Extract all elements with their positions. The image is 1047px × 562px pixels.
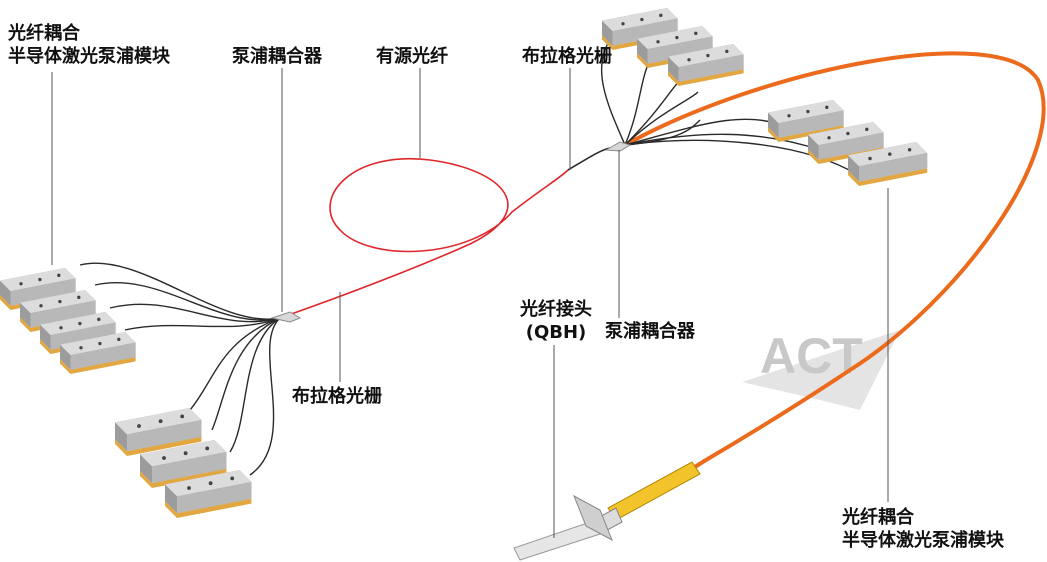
- label-fbg-bottom: 布拉格光栅: [292, 386, 382, 407]
- label-fbg-top: 布拉格光栅: [522, 46, 612, 67]
- watermark-logo: ACT: [742, 328, 900, 410]
- pump-combiner-left-body: [270, 311, 302, 323]
- passive-fiber-right: [567, 147, 611, 171]
- label-module-right: 光纤耦合 半导体激光泵浦模块: [842, 506, 1004, 552]
- pump-leads-right: [600, 39, 859, 176]
- pump-modules-left-lower: [115, 408, 252, 518]
- label-module-left: 光纤耦合 半导体激光泵浦模块: [8, 22, 170, 68]
- qbh-connector: [513, 458, 708, 561]
- label-module-left-line2: 半导体激光泵浦模块: [8, 46, 170, 67]
- active-fiber: [279, 157, 569, 319]
- label-module-left-line1: 光纤耦合: [8, 23, 80, 44]
- leader-lines: [51, 68, 889, 538]
- label-pump-combiner-left: 泵浦耦合器: [232, 46, 322, 67]
- label-qbh-line2: (QBH): [525, 322, 587, 343]
- label-pump-combiner-right: 泵浦耦合器: [605, 321, 695, 342]
- pump-leads-left: [79, 262, 281, 476]
- pump-modules-right-upper: [602, 8, 744, 86]
- label-module-right-line2: 半导体激光泵浦模块: [842, 530, 1004, 551]
- watermark-text: ACT: [760, 328, 863, 384]
- output-fiber: [624, 51, 1046, 462]
- pump-modules-right-lower: [768, 100, 928, 186]
- label-qbh-line1: 光纤接头: [520, 299, 592, 320]
- label-active-fiber: 有源光纤: [376, 46, 448, 67]
- label-module-right-line1: 光纤耦合: [842, 507, 914, 528]
- pump-modules-left-upper: [0, 268, 136, 374]
- pump-combiner-right-body: [604, 141, 632, 152]
- label-qbh: 光纤接头 (QBH): [506, 298, 606, 344]
